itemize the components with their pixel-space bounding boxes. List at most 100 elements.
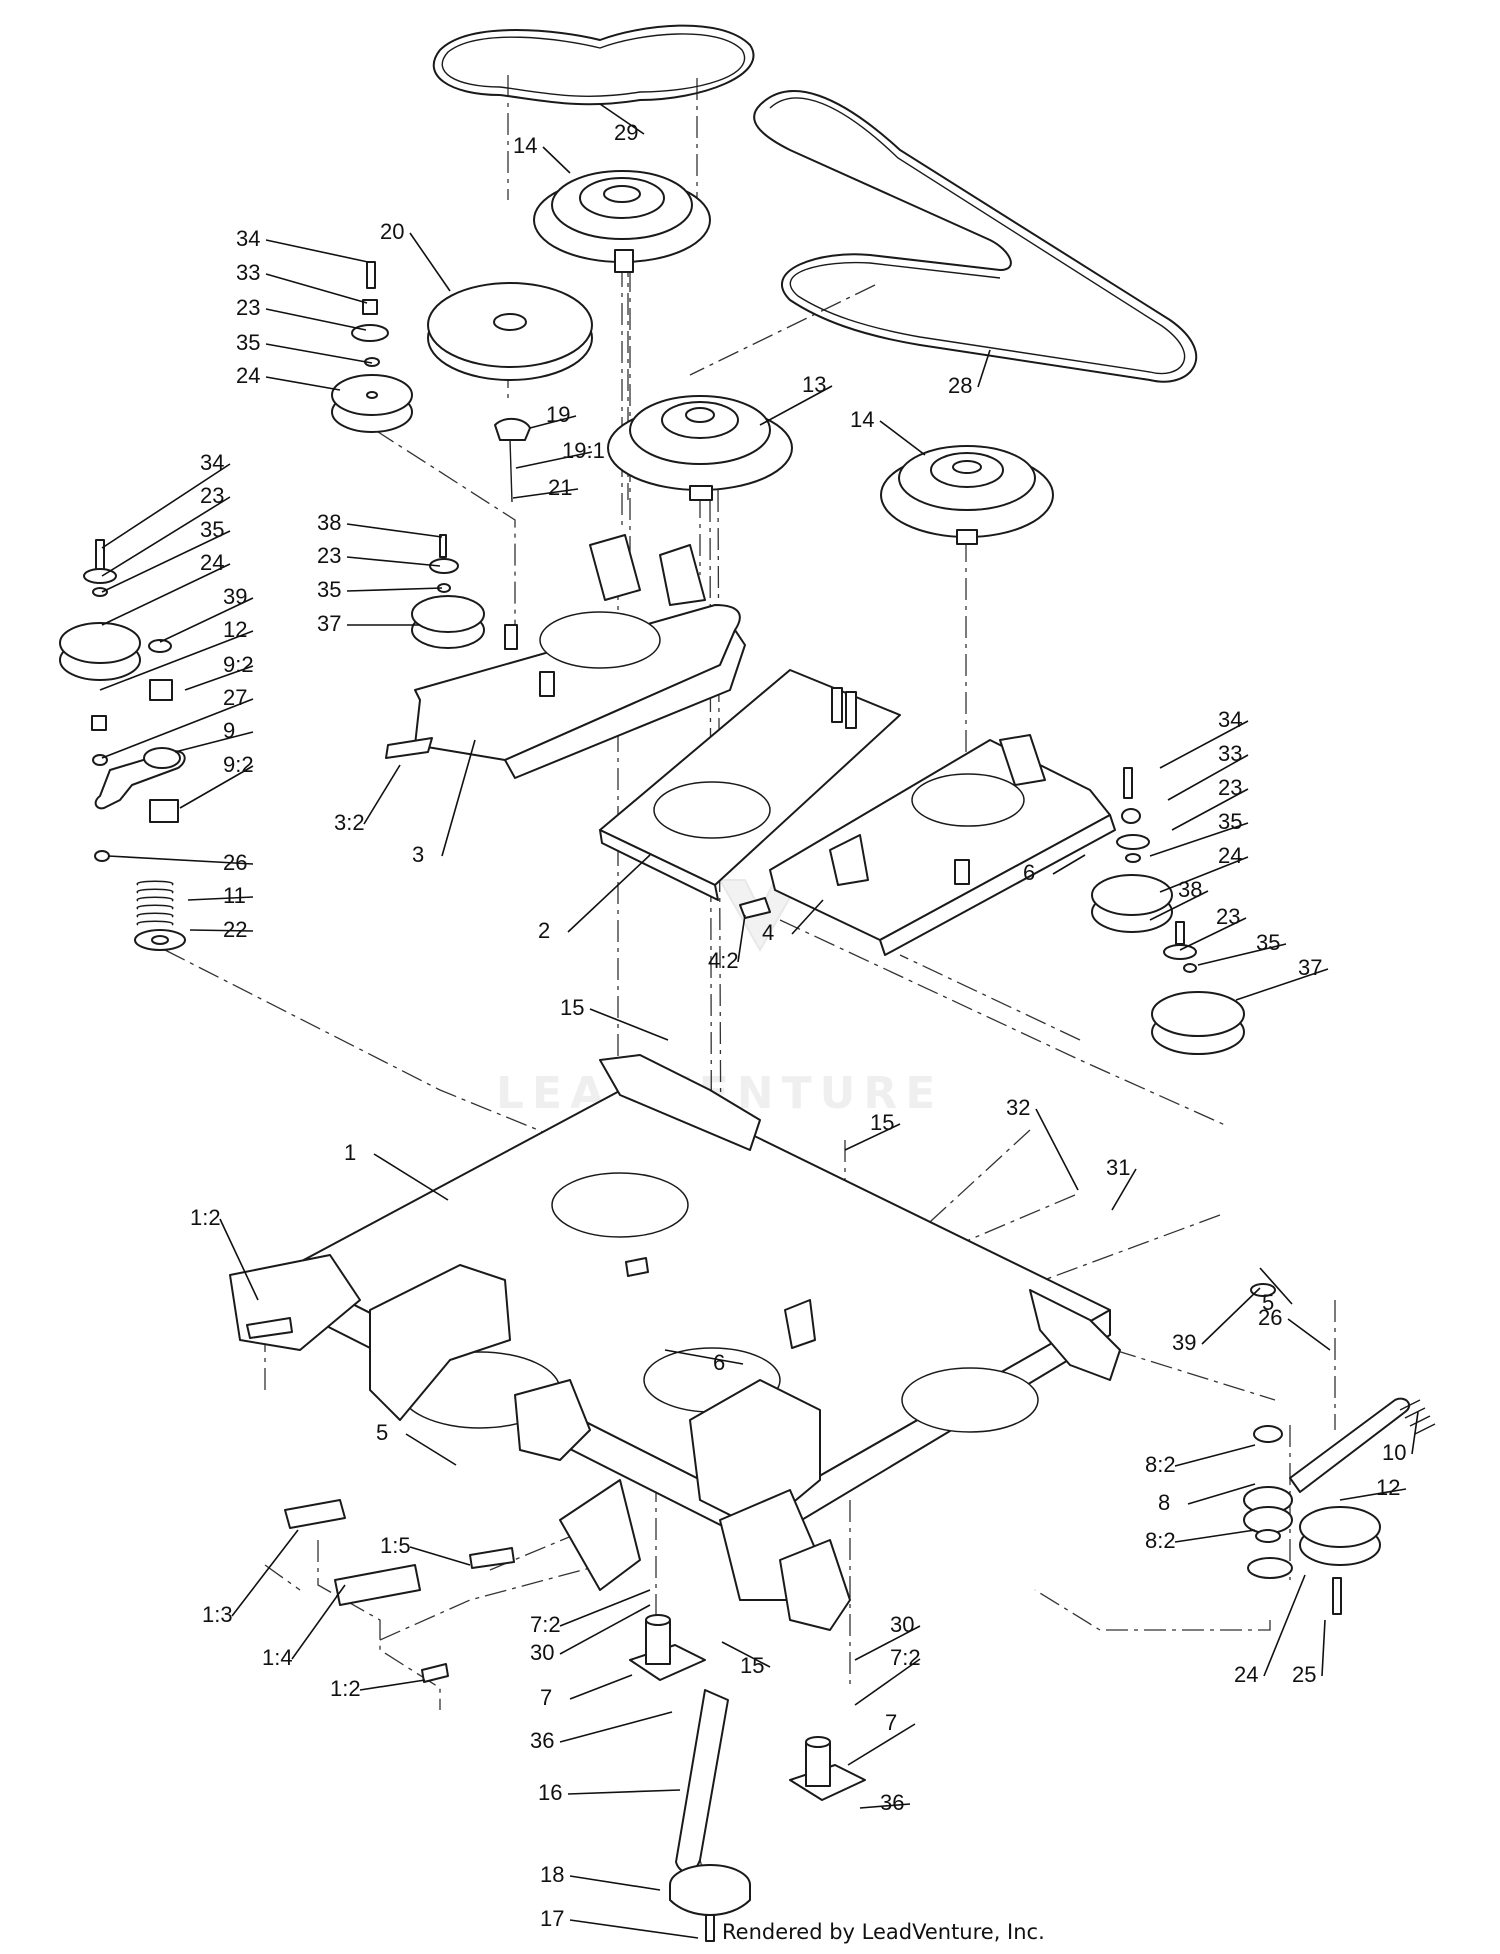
callout-label: 19:1 xyxy=(562,438,605,463)
callout-label: 36 xyxy=(880,1790,904,1815)
callout-label: 7:2 xyxy=(530,1612,561,1637)
callout-label: 15 xyxy=(560,995,584,1020)
clutch-14-upper xyxy=(533,170,711,273)
stack-left-34-24 xyxy=(331,261,413,433)
leader-line xyxy=(1259,1267,1293,1305)
leader-line xyxy=(291,1584,346,1660)
leader-line xyxy=(409,1546,471,1566)
callout-label: 6 xyxy=(1023,860,1035,885)
callout-label: 30 xyxy=(890,1612,914,1637)
idler-stack-left xyxy=(59,539,186,951)
callout-label: 16 xyxy=(538,1780,562,1805)
callout-label: 14 xyxy=(513,133,537,158)
blade-16 xyxy=(675,1689,729,1873)
leader-line xyxy=(265,239,369,263)
callout-label: 2 xyxy=(538,918,550,943)
leader-line xyxy=(405,1433,457,1466)
leader-line xyxy=(759,385,833,426)
leader-line xyxy=(1111,1168,1137,1211)
leader-line xyxy=(265,376,341,391)
leader-line xyxy=(179,765,254,809)
leader-line xyxy=(854,1658,921,1706)
callout-label: 35 xyxy=(200,517,224,542)
spindle-right xyxy=(789,1736,866,1801)
callout-label: 33 xyxy=(1218,741,1242,766)
callout-label: 39 xyxy=(223,584,247,609)
callout-label: 15 xyxy=(870,1110,894,1135)
callout-label: 1:2 xyxy=(190,1205,221,1230)
callout-label: 39 xyxy=(1172,1330,1196,1355)
callout-label: 15 xyxy=(740,1653,764,1678)
callout-label: 1:2 xyxy=(330,1676,361,1701)
leader-line xyxy=(184,665,254,691)
leader-line xyxy=(567,1789,681,1795)
leader-line xyxy=(589,1008,669,1041)
leader-line xyxy=(1159,856,1249,893)
callout-label: 34 xyxy=(1218,707,1242,732)
leader-line xyxy=(569,1674,633,1700)
callout-label: 5 xyxy=(1262,1290,1274,1315)
callout-label: 24 xyxy=(236,363,260,388)
leader-line xyxy=(1159,720,1249,769)
leader-line xyxy=(1263,1574,1306,1677)
callout-label: 1 xyxy=(344,1140,356,1165)
callout-label: 38 xyxy=(317,510,341,535)
callout-label: 35 xyxy=(1218,809,1242,834)
callout-label: 3 xyxy=(412,842,424,867)
callout-label: 23 xyxy=(317,543,341,568)
callout-label: 30 xyxy=(530,1640,554,1665)
leader-line xyxy=(101,698,254,759)
callout-label: 3:2 xyxy=(334,810,365,835)
leader-line xyxy=(187,896,254,901)
leader-line xyxy=(879,420,926,456)
callout-label: 35 xyxy=(1256,930,1280,955)
leader-line xyxy=(265,343,373,364)
leader-line xyxy=(159,597,254,643)
leader-line xyxy=(1235,968,1329,1001)
leader-line xyxy=(1174,1529,1256,1543)
leader-line xyxy=(1179,917,1247,951)
leader-line xyxy=(363,764,401,825)
leader-line xyxy=(265,273,368,304)
leader-line xyxy=(101,563,231,626)
leader-line xyxy=(1171,788,1249,831)
belt-28 xyxy=(753,90,1198,383)
leader-line xyxy=(512,488,579,499)
callout-label: 18 xyxy=(540,1862,564,1887)
leader-line xyxy=(1149,822,1249,857)
callout-label: 26 xyxy=(223,850,247,875)
leader-line xyxy=(265,308,367,331)
clutch-14-right xyxy=(880,445,1054,545)
callout-label: 35 xyxy=(236,330,260,355)
callout-label: 9 xyxy=(223,718,235,743)
callout-label: 5 xyxy=(376,1420,388,1445)
mount-plate-4 xyxy=(739,734,1116,956)
callout-label: 23 xyxy=(1218,775,1242,800)
callout-label: 29 xyxy=(614,120,638,145)
bracket-19-21 xyxy=(494,417,531,503)
leader-line xyxy=(359,1679,426,1691)
leader-line xyxy=(1167,754,1249,801)
callout-label: 26 xyxy=(1258,1305,1282,1330)
leader-line xyxy=(346,556,441,567)
clutch-13 xyxy=(607,395,793,501)
leader-line xyxy=(101,496,231,577)
leader-line xyxy=(569,1875,661,1891)
leader-line xyxy=(1174,1444,1256,1467)
leader-line xyxy=(1035,1108,1079,1191)
leader-line xyxy=(219,1218,259,1301)
callout-label: 37 xyxy=(1298,955,1322,980)
callout-label: 34 xyxy=(236,226,260,251)
bolt-17 xyxy=(705,1914,715,1942)
leader-line xyxy=(791,899,824,935)
callout-label: 11 xyxy=(223,883,246,908)
deck-frame-1 xyxy=(229,1054,1121,1631)
callout-label: 27 xyxy=(223,685,247,710)
leader-line xyxy=(441,739,476,857)
leader-line xyxy=(721,1641,771,1668)
assembly-centerlines xyxy=(164,75,1336,1901)
leader-line xyxy=(599,103,645,135)
leader-line xyxy=(101,530,231,593)
